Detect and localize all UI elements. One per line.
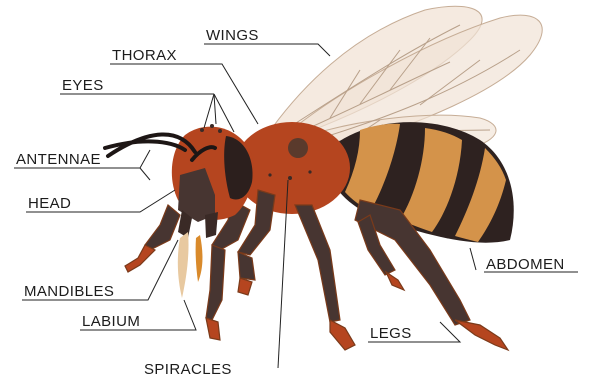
label-head: HEAD — [28, 196, 71, 211]
wing-base — [288, 138, 308, 158]
label-eyes: EYES — [62, 78, 104, 93]
label-spiracles: SPIRACLES — [144, 362, 232, 377]
label-wings: WINGS — [206, 28, 259, 43]
spiracle-dot — [288, 176, 292, 180]
label-thorax: THORAX — [112, 48, 177, 63]
mandible-right — [205, 212, 218, 238]
wings-leader — [204, 44, 330, 56]
label-mandibles: MANDIBLES — [24, 284, 114, 299]
label-antennae: ANTENNAE — [16, 152, 101, 167]
labium-tongue — [178, 232, 189, 298]
front-legs-graphic — [125, 190, 355, 350]
label-legs: LEGS — [370, 326, 412, 341]
label-abdomen: ABDOMEN — [486, 257, 565, 272]
label-labium: LABIUM — [82, 314, 140, 329]
